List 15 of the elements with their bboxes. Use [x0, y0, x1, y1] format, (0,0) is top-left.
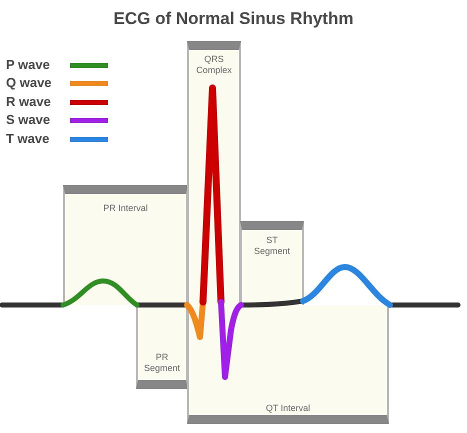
- interval-label: QT Interval: [266, 403, 310, 414]
- legend-label: R wave: [6, 94, 51, 109]
- interval-band: [136, 305, 188, 389]
- legend-label: T wave: [6, 131, 50, 146]
- legend-label: Q wave: [6, 75, 52, 90]
- legend-label: S wave: [6, 112, 50, 127]
- legend-label: P wave: [6, 57, 50, 72]
- interval-label: QRS Complex: [195, 54, 233, 76]
- interval-label: PR Interval: [103, 203, 148, 214]
- diagram-title: ECG of Normal Sinus Rhythm: [112, 9, 354, 29]
- interval-label: PR Segment: [143, 352, 181, 374]
- interval-band: [63, 185, 188, 305]
- interval-label: ST Segment: [252, 235, 292, 257]
- interval-band: [240, 221, 304, 305]
- interval-band: [187, 305, 389, 424]
